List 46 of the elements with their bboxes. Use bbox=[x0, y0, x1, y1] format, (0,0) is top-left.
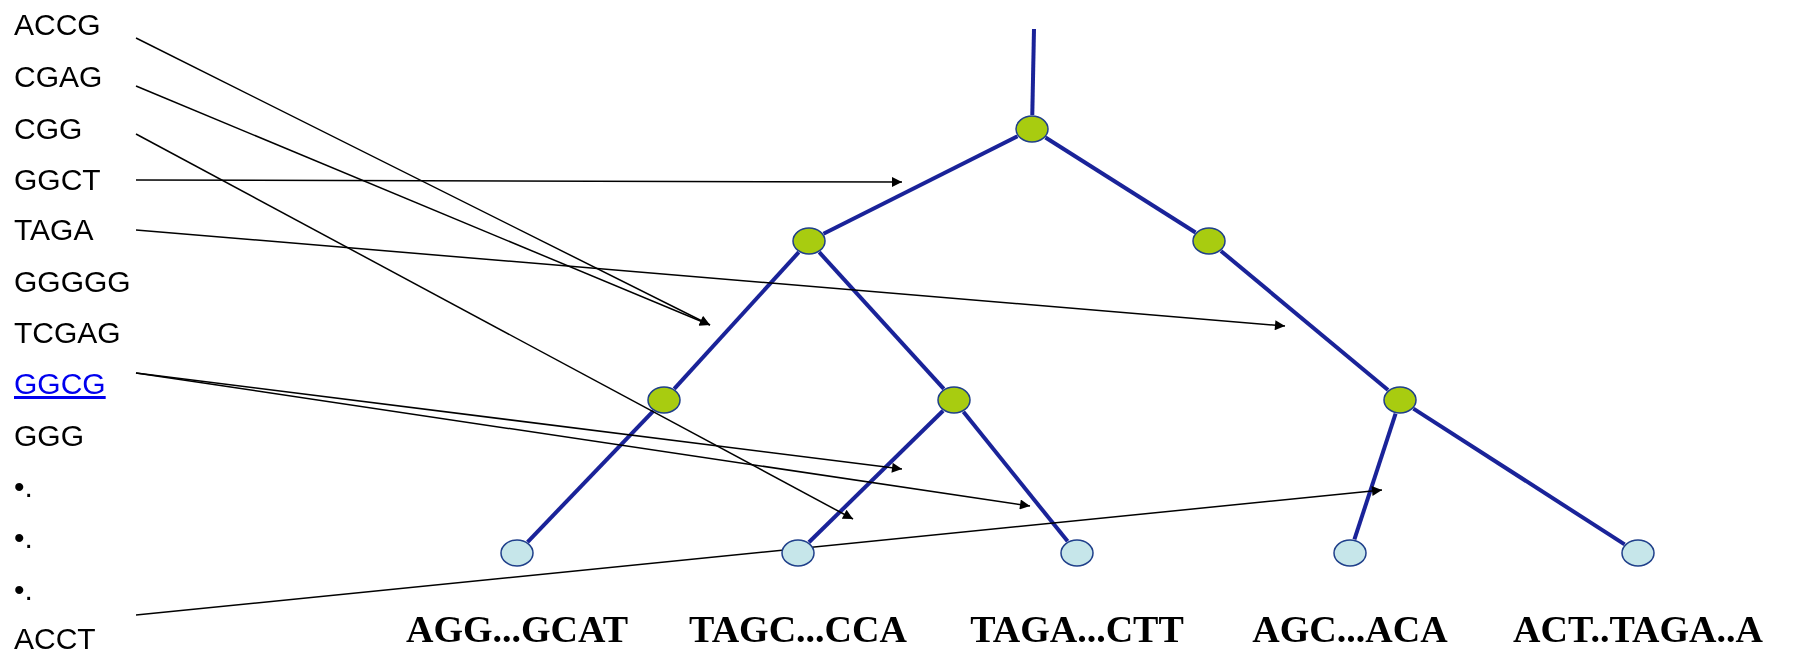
arrow bbox=[135, 133, 854, 520]
tree-branch bbox=[961, 410, 1070, 543]
internal-node bbox=[792, 227, 826, 255]
internal-node bbox=[1015, 115, 1049, 143]
leaf-node bbox=[1621, 539, 1655, 567]
sequence-text: TAGA bbox=[14, 212, 94, 248]
arrow bbox=[135, 229, 1286, 331]
tree-branch bbox=[807, 409, 945, 544]
sequence-label: AGG...GCAT bbox=[406, 609, 628, 649]
tree-branch bbox=[1044, 135, 1197, 235]
leaf-node bbox=[500, 539, 534, 567]
sequence-text: GGCT bbox=[14, 162, 101, 198]
sequence-label: AGC...ACA bbox=[1252, 609, 1448, 649]
sequence-label: TAGA...CTT bbox=[970, 609, 1184, 649]
sequence-text: •. bbox=[14, 520, 33, 556]
tree-branch bbox=[822, 134, 1019, 236]
internal-node bbox=[1192, 227, 1226, 255]
leaf-node bbox=[781, 539, 815, 567]
sequence-text: •. bbox=[14, 469, 33, 505]
arrow bbox=[135, 486, 1383, 616]
leaf-node bbox=[1060, 539, 1094, 567]
sequence-label: TAGC...CCA bbox=[689, 609, 907, 649]
sequence-text: GGG bbox=[14, 418, 84, 454]
tree-branch bbox=[1352, 412, 1398, 541]
sequence-text: ACCG bbox=[14, 7, 101, 43]
internal-node bbox=[647, 386, 681, 414]
tree-branch bbox=[1412, 406, 1626, 547]
tree-branch bbox=[526, 409, 655, 544]
tree-branch bbox=[817, 250, 946, 391]
arrow bbox=[135, 372, 1031, 510]
arrow bbox=[135, 85, 711, 326]
arrow bbox=[135, 176, 903, 187]
leaf-node bbox=[1333, 539, 1367, 567]
sequence-text: •. bbox=[14, 572, 33, 608]
sequence-label: ACT..TAGA..A bbox=[1513, 609, 1763, 649]
sequence-text: TCGAG bbox=[14, 315, 121, 351]
sequence-text: CGAG bbox=[14, 59, 103, 95]
tree-branch bbox=[672, 250, 801, 391]
sequence-text: GGGGG bbox=[14, 264, 131, 300]
sequence-text: CGG bbox=[14, 111, 83, 147]
sequence-link: GGCG bbox=[14, 366, 106, 402]
sequence-text: ACCT bbox=[14, 621, 96, 655]
internal-node bbox=[1383, 386, 1417, 414]
internal-node bbox=[937, 386, 971, 414]
tree-branch bbox=[1219, 249, 1390, 392]
tree-branch bbox=[1030, 28, 1036, 116]
